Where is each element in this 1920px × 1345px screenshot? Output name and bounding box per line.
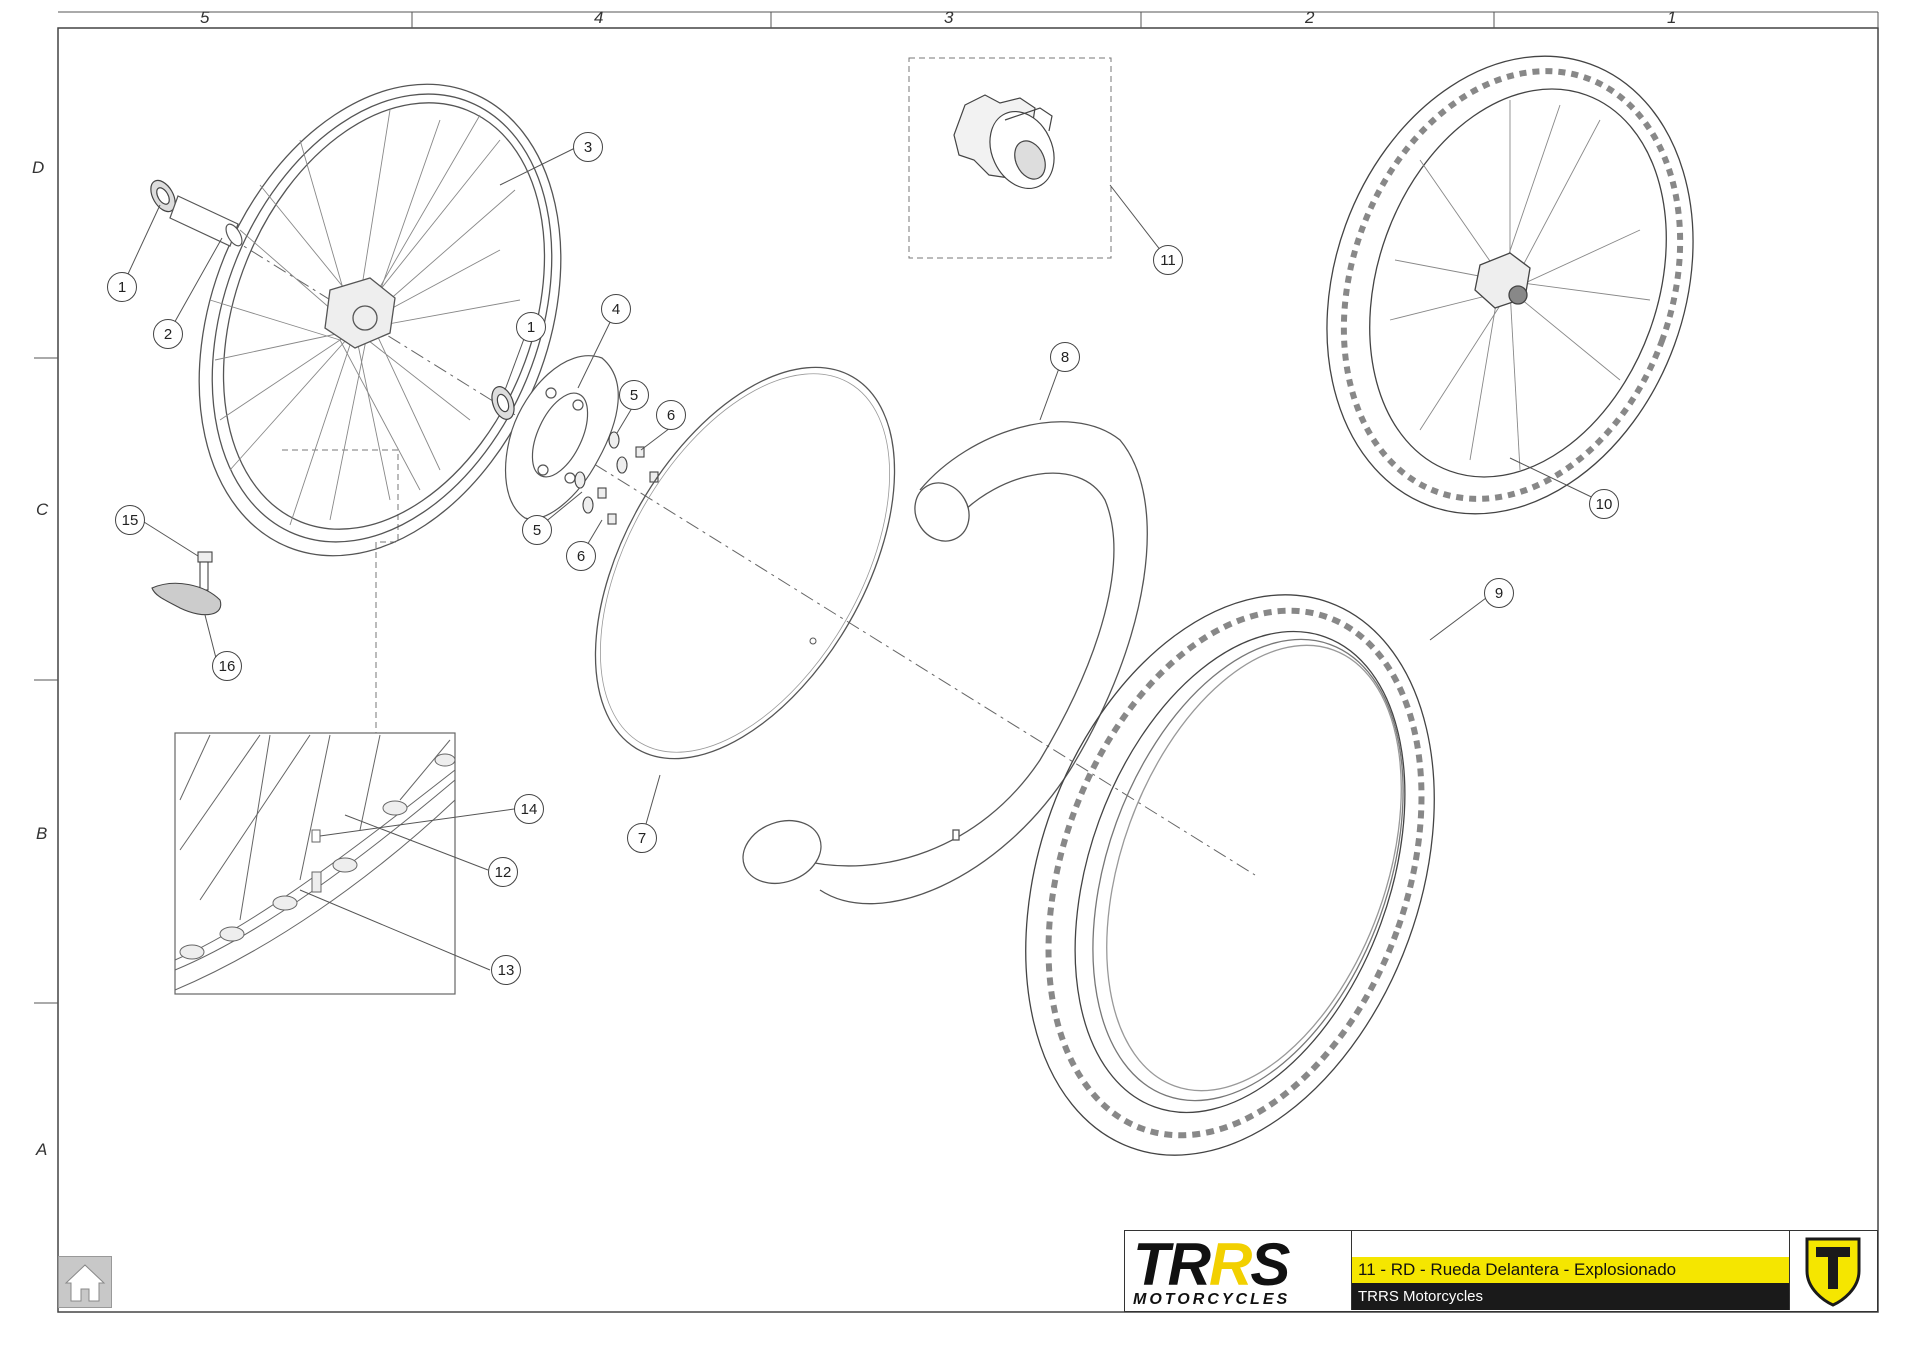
detail-view-box [174, 732, 456, 995]
callout-5-bottom: 5 [522, 515, 552, 545]
drawing-title: 11 - RD - Rueda Delantera - Explosionado [1352, 1257, 1789, 1283]
grid-row-c: C [36, 500, 49, 519]
grid-row-b: B [36, 824, 48, 843]
callout-8: 8 [1050, 342, 1080, 372]
callout-6-bottom: 6 [566, 541, 596, 571]
grid-col-4: 4 [594, 8, 604, 27]
grid-col-3: 3 [944, 8, 954, 27]
grid-col-5: 5 [200, 8, 210, 27]
callout-11: 11 [1153, 245, 1183, 275]
callout-1-right: 1 [516, 312, 546, 342]
callout-4: 4 [601, 294, 631, 324]
inner-tube [742, 421, 1148, 905]
grid-row-d: D [32, 158, 45, 177]
emblem [1789, 1231, 1877, 1310]
spacer-tube [169, 195, 243, 247]
callout-16: 16 [212, 651, 242, 681]
title-block: TRRS MOTORCYCLES 11 - RD - Rueda Delante… [1124, 1230, 1878, 1312]
axis-centerline [204, 221, 1256, 876]
complete-wheel [1326, 55, 1694, 515]
callout-3: 3 [573, 132, 603, 162]
column-ticks [58, 11, 1879, 28]
callout-10: 10 [1589, 489, 1619, 519]
callout-12: 12 [488, 857, 518, 887]
callout-9: 9 [1484, 578, 1514, 608]
row-ticks [34, 357, 58, 1004]
grid-row-a: A [36, 1140, 48, 1159]
grid-col-2: 2 [1305, 8, 1315, 27]
brand-subtitle: MOTORCYCLES [1133, 1291, 1291, 1308]
callout-13: 13 [491, 955, 521, 985]
tire [1025, 594, 1435, 1156]
callout-7: 7 [627, 823, 657, 853]
valve-parts [151, 551, 222, 616]
hub [953, 94, 1055, 190]
detail-link-dashed [282, 449, 399, 733]
callout-2: 2 [153, 319, 183, 349]
detail-view-content [174, 734, 456, 991]
rim-tape [594, 366, 896, 760]
trrs-shield-icon [1805, 1237, 1861, 1307]
home-button[interactable] [58, 1256, 112, 1308]
callout-5-top: 5 [619, 380, 649, 410]
bearing-right [491, 386, 515, 420]
brand-logo: TRRS MOTORCYCLES [1125, 1231, 1352, 1310]
company-name: TRRS Motorcycles [1352, 1283, 1789, 1310]
callout-6-top: 6 [656, 400, 686, 430]
callout-15: 15 [115, 505, 145, 535]
drawing-frame [57, 27, 1879, 1313]
home-icon [64, 1264, 106, 1302]
callout-14: 14 [514, 794, 544, 824]
callout-1: 1 [107, 272, 137, 302]
wheel-assembly [198, 83, 562, 557]
hub-detail-box [908, 57, 1112, 259]
grid-col-1: 1 [1667, 8, 1677, 27]
brake-disc [504, 355, 619, 520]
brand-wordmark: TRRS [1133, 1231, 1290, 1298]
bearing-left [150, 179, 176, 213]
